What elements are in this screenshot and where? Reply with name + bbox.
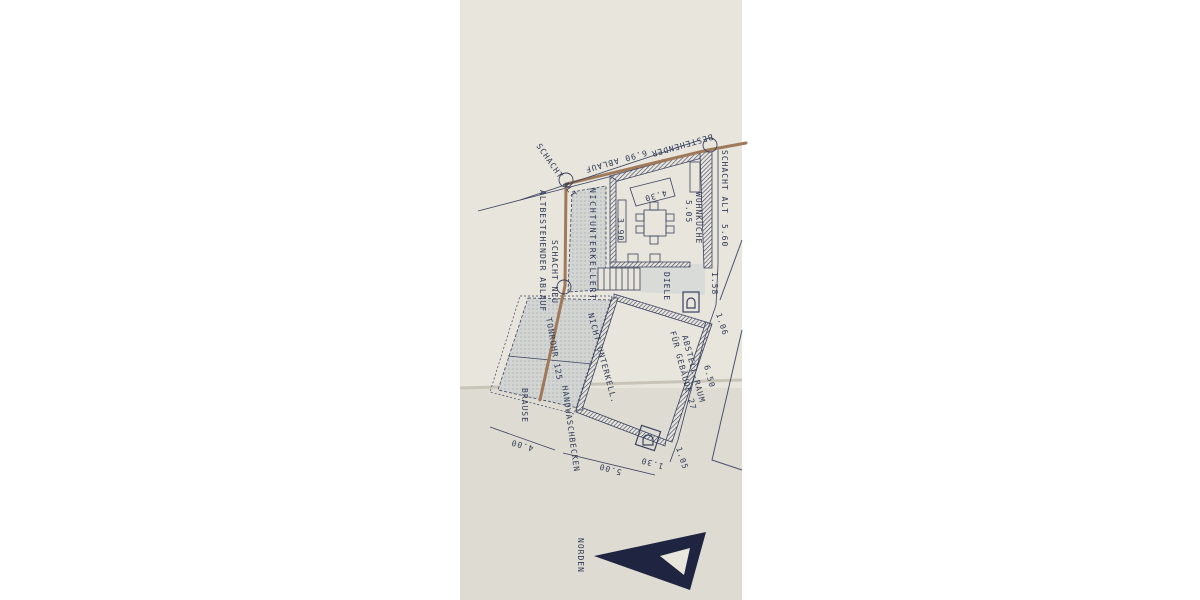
neighbour-outline — [711, 239, 743, 471]
staircase — [597, 267, 641, 291]
north-arrow-icon — [594, 532, 706, 590]
dimension-lines — [489, 139, 719, 476]
outline-dashed — [489, 295, 613, 415]
label-hall: DIELE — [662, 272, 671, 301]
label-kitchen-area: 5.05 — [684, 200, 693, 223]
label-not-basement-top: N I C H T U N T E R K E L L E R T — [588, 188, 597, 299]
shafts — [556, 137, 718, 295]
label-north: NORDEN — [576, 538, 585, 573]
hall-area — [640, 264, 705, 295]
label-new-shaft: SCHACHT NEU — [550, 240, 559, 304]
label-dim-390: 3.90 — [616, 218, 625, 241]
wc-boxes — [634, 291, 700, 452]
label-old-shaft-right: SCHACHT ALT — [720, 150, 729, 214]
label-dim-560: 5.60 — [720, 224, 729, 247]
label-dim-158: 1.58 — [710, 272, 719, 295]
label-shower: BRAUSE — [520, 388, 529, 423]
kitchen-walls — [609, 151, 713, 269]
label-kitchen: WOHNKÜCHE — [694, 192, 704, 244]
label-old-existing-drain: ALTBESTEHENDER ABLAUF — [538, 190, 547, 312]
kitchen-furniture — [617, 161, 701, 263]
drain-pipe — [538, 141, 748, 402]
